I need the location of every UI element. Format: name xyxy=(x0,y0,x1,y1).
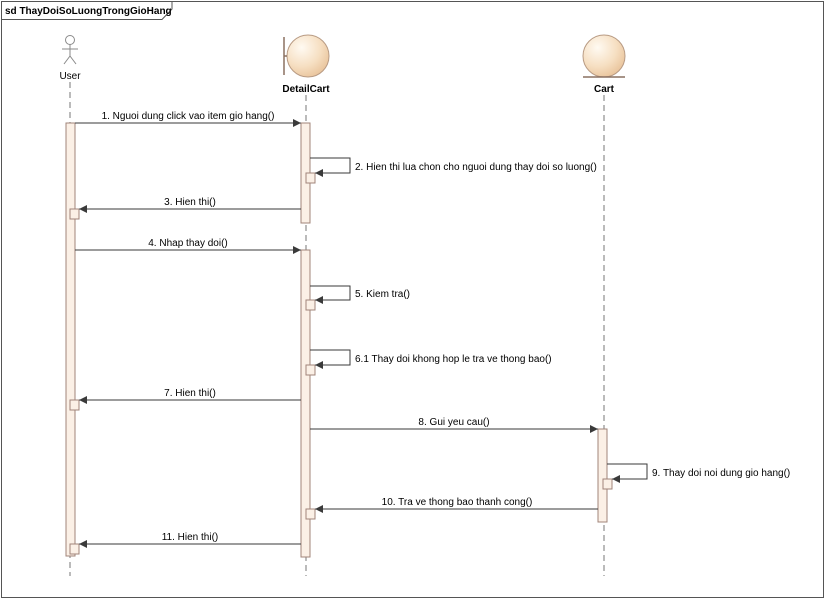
message-label-6: 6.1 Thay doi khong hop le tra ve thong b… xyxy=(355,354,552,365)
message-label-7: 7. Hien thi() xyxy=(164,388,216,399)
lifeline-label-detailcart: DetailCart xyxy=(282,84,330,95)
actor-icon xyxy=(62,35,78,65)
activation-return-7 xyxy=(69,399,80,411)
activation-self-2 xyxy=(305,172,316,184)
message-label-10: 10. Tra ve thong bao thanh cong() xyxy=(382,497,533,508)
message-label-2: 2. Hien thi lua chon cho nguoi dung thay… xyxy=(355,162,597,173)
activation-return-10 xyxy=(305,508,316,520)
activation-self-9 xyxy=(602,478,613,490)
lifeline-label-user: User xyxy=(59,71,81,82)
activation-self-6 xyxy=(305,364,316,376)
activation-return-11 xyxy=(69,543,80,555)
entity-icon xyxy=(582,34,626,78)
message-label-1: 1. Nguoi dung click vao item gio hang() xyxy=(102,111,275,122)
message-label-3: 3. Hien thi() xyxy=(164,197,216,208)
message-arrow-9 xyxy=(607,463,648,483)
message-label-9: 9. Thay doi noi dung gio hang() xyxy=(652,468,790,479)
message-arrow-2 xyxy=(310,157,351,177)
frame-title: sd ThayDoiSoLuongTrongGioHang xyxy=(5,6,172,17)
activation-cart xyxy=(597,428,608,523)
message-label-11: 11. Hien thi() xyxy=(162,532,219,543)
activation-self-5 xyxy=(305,299,316,311)
message-arrow-6 xyxy=(310,349,351,369)
message-arrow-5 xyxy=(310,285,351,304)
activation-user xyxy=(65,122,76,557)
lifeline-label-cart: Cart xyxy=(594,84,615,95)
activation-detailcart-2 xyxy=(300,249,311,558)
message-label-5: 5. Kiem tra() xyxy=(355,289,410,300)
frame-title-tab xyxy=(1,1,173,20)
message-label-8: 8. Gui yeu cau() xyxy=(418,417,489,428)
activation-return-3 xyxy=(69,208,80,220)
boundary-icon xyxy=(283,34,330,78)
message-label-4: 4. Nhap thay doi() xyxy=(148,238,228,249)
